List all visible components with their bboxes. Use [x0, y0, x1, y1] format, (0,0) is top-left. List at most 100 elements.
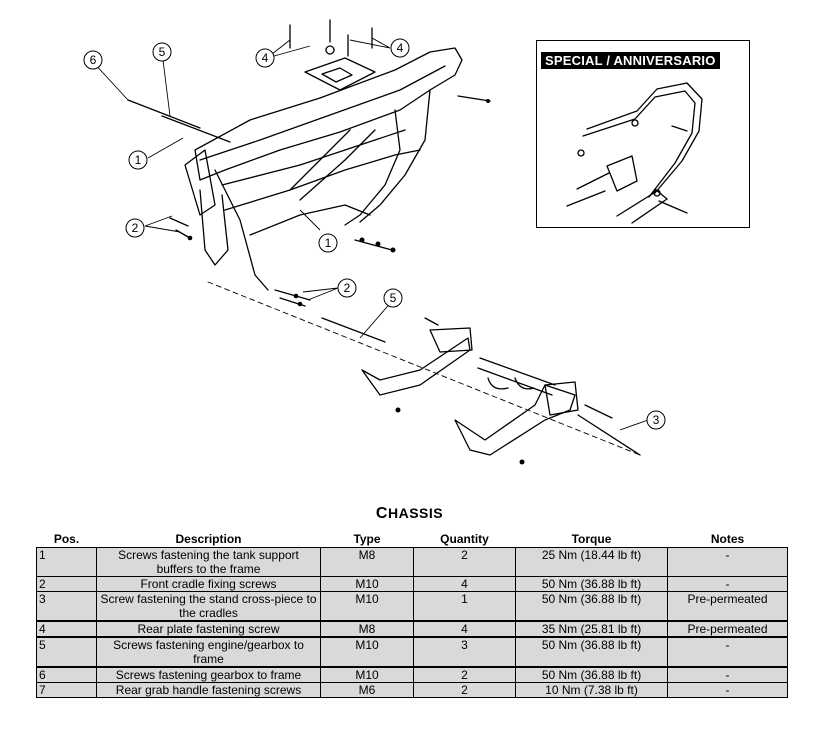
callout-1a: 1 [135, 153, 142, 167]
cradle-block [544, 381, 579, 416]
header-type: Type [320, 530, 414, 548]
callout-2a: 2 [132, 221, 139, 235]
cell-torque: 50 Nm (36.88 lb ft) [515, 666, 668, 683]
cell-torque: 50 Nm (36.88 lb ft) [515, 576, 668, 592]
cell-description: Screw fastening the stand cross-piece to… [96, 591, 321, 622]
lower-screws [424, 317, 613, 419]
steering-head [184, 149, 216, 216]
lower-cradle-front [361, 337, 471, 396]
cell-torque: 10 Nm (7.38 lb ft) [515, 682, 668, 698]
cell-notes: Pre-permeated [667, 620, 788, 638]
cell-quantity: 2 [413, 547, 516, 577]
callout-6: 6 [90, 53, 97, 67]
cell-description: Front cradle fixing screws [96, 576, 321, 592]
cell-pos: 2 [36, 576, 97, 592]
frame-upper-rail [199, 65, 446, 161]
table-title-initial: C [375, 505, 388, 522]
callout-5b: 5 [390, 291, 397, 305]
bolt-3 [577, 414, 641, 456]
cell-type: M8 [320, 547, 414, 577]
frame-lower-rail [224, 149, 421, 211]
cell-quantity: 2 [413, 682, 516, 698]
cell-description: Rear plate fastening screw [96, 620, 321, 638]
table-row: 2 Front cradle fixing screws M10 4 50 Nm… [36, 576, 788, 592]
cell-quantity: 2 [413, 666, 516, 683]
callout-4a: 4 [262, 51, 269, 65]
cell-pos: 5 [36, 636, 97, 668]
header-quantity: Quantity [413, 530, 516, 548]
table-title-rest: HASSIS [387, 505, 444, 521]
rear-plate [304, 57, 376, 91]
stand-crosspiece [477, 357, 556, 396]
cell-type: M10 [320, 636, 414, 668]
frame-diagonal [289, 129, 376, 201]
header-notes: Notes [667, 530, 788, 548]
screws-2-lower [274, 289, 311, 307]
stand-hook [487, 377, 535, 390]
chassis-torque-table: Pos. Description Type Quantity Torque No… [36, 530, 788, 698]
header-pos: Pos. [36, 530, 97, 548]
cell-notes: - [667, 682, 788, 698]
cell-pos: 3 [36, 591, 97, 622]
callout-2b: 2 [344, 281, 351, 295]
cell-description: Screws fastening engine/gearbox to frame [96, 636, 321, 668]
grab-handle-drawing [566, 82, 703, 224]
cell-pos: 4 [36, 620, 97, 638]
rear-subframe [344, 109, 401, 226]
cell-torque: 50 Nm (36.88 lb ft) [515, 636, 668, 668]
nut-4 [325, 45, 335, 55]
cell-type: M10 [320, 591, 414, 622]
cell-pos: 7 [36, 682, 97, 698]
screws-2-upper [169, 217, 191, 239]
cell-type: M8 [320, 620, 414, 638]
table-row: 6 Screws fastening gearbox to frame M10 … [36, 666, 788, 683]
table-row: 5 Screws fastening engine/gearbox to fra… [36, 636, 788, 668]
lower-cradle-rear [454, 384, 576, 456]
cell-torque: 50 Nm (36.88 lb ft) [515, 591, 668, 622]
cell-notes: - [667, 636, 788, 668]
callout-1b: 1 [325, 236, 332, 250]
dash-guide [207, 281, 641, 456]
frame-top-tube [194, 47, 463, 181]
front-downtube-2 [214, 169, 269, 291]
callout-4b: 4 [397, 41, 404, 55]
table-row: 1 Screws fastening the tank support buff… [36, 547, 788, 577]
chassis-exploded-drawing: 1 1 2 2 3 4 4 5 5 6 7 [83, 19, 732, 465]
cradle-bracket [429, 327, 473, 353]
cell-quantity: 4 [413, 620, 516, 638]
table-row: 7 Rear grab handle fastening screws M6 2… [36, 682, 788, 698]
cell-notes: - [667, 666, 788, 683]
table-header-row: Pos. Description Type Quantity Torque No… [36, 530, 788, 548]
callout-5a: 5 [159, 45, 166, 59]
table-title: CHASSIS [0, 505, 819, 523]
bolt-5-lower [321, 317, 386, 343]
rear-screw [457, 95, 491, 102]
cell-torque: 25 Nm (18.44 lb ft) [515, 547, 668, 577]
cell-type: M6 [320, 682, 414, 698]
cell-pos: 1 [36, 547, 97, 577]
cell-torque: 35 Nm (25.81 lb ft) [515, 620, 668, 638]
cell-notes: - [667, 576, 788, 592]
table-row: 3 Screw fastening the stand cross-piece … [36, 591, 788, 622]
cell-description: Rear grab handle fastening screws [96, 682, 321, 698]
front-downtube [199, 189, 229, 266]
cell-notes: - [667, 547, 788, 577]
table-row: 4 Rear plate fastening screw M8 4 35 Nm … [36, 620, 788, 638]
inset-title: SPECIAL / ANNIVERSARIO [541, 52, 720, 69]
cell-notes: Pre-permeated [667, 591, 788, 622]
cell-quantity: 1 [413, 591, 516, 622]
bolt-5-upper [161, 115, 231, 143]
cell-quantity: 4 [413, 576, 516, 592]
frame-cross-rail [221, 129, 406, 186]
cell-description: Screws fastening the tank support buffer… [96, 547, 321, 577]
frame-lower-cross [249, 204, 371, 236]
cell-type: M10 [320, 666, 414, 683]
callout-3: 3 [653, 413, 660, 427]
cell-type: M10 [320, 576, 414, 592]
cell-description: Screws fastening gearbox to frame [96, 666, 321, 683]
cell-pos: 6 [36, 666, 97, 683]
rear-subframe-2 [359, 89, 431, 223]
bolt-6 [127, 99, 201, 129]
header-torque: Torque [515, 530, 668, 548]
cell-quantity: 3 [413, 636, 516, 668]
